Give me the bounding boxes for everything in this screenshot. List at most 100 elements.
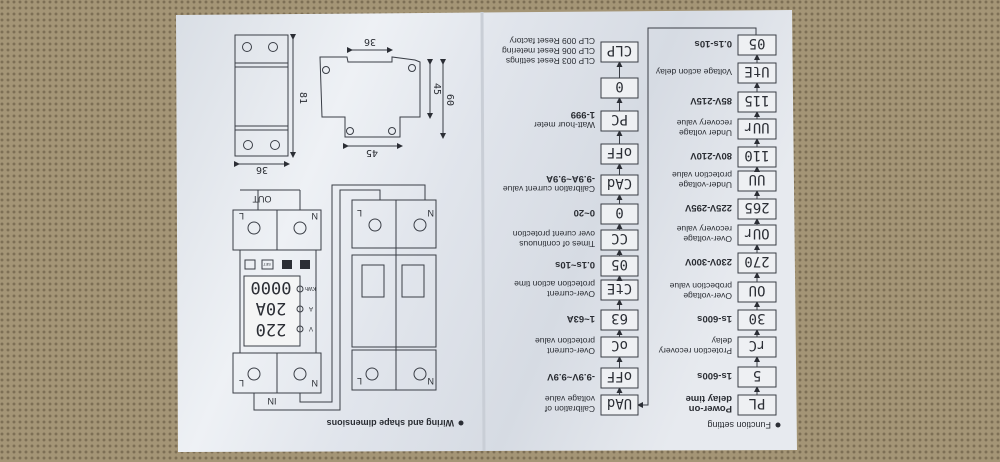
step-description: Voltage action delay (655, 67, 732, 77)
step-description: delay (711, 336, 732, 346)
step-description: over curent protection (513, 229, 595, 239)
flow-connector (637, 27, 757, 408)
lcd-code: oFF (607, 144, 632, 160)
lcd-code-box (600, 41, 639, 63)
meter-drawing (232, 184, 426, 411)
lcd-code: 05 (749, 35, 766, 51)
lcd-code: 63 (611, 310, 628, 326)
lcd-code-box (737, 34, 777, 56)
label-in: IN (268, 396, 277, 406)
step-description: 1s-600s (697, 370, 732, 381)
step-description: 230V-300V (684, 256, 732, 267)
lcd-code: OUr (744, 225, 769, 241)
meter-voltage-reading: 220 (256, 319, 287, 339)
breaker-l-bottom: L (357, 376, 362, 386)
step-description: CLP 006 Reset metering (502, 46, 595, 56)
step-description: voltage value (545, 394, 595, 404)
lcd-code: 265 (744, 199, 769, 215)
meter-l-top: L (239, 211, 244, 221)
dim-45-depth: 45 (431, 83, 442, 95)
wiring-section-title: Wiring and shape dimensions (327, 418, 454, 428)
step-description: 1s-600s (697, 313, 732, 324)
meter-energy-reading: 0000 (251, 277, 292, 297)
step-description: Watt-hour meter (534, 120, 595, 130)
step-description: 1-999 (571, 109, 595, 120)
step-description: 85V-215V (690, 95, 732, 106)
lcd-code: oC (611, 337, 628, 353)
step-description: Under voltage (679, 128, 732, 138)
label-out: OUT (252, 194, 272, 204)
lcd-code: UUr (744, 119, 769, 135)
step-description: protection action time (514, 279, 595, 289)
meter-current-reading: 20A (256, 298, 287, 318)
step-description: Over-current (547, 346, 595, 356)
profile-drawing (319, 47, 446, 149)
lcd-code: 30 (749, 310, 766, 326)
step-description: CLP 009 Reset factory (509, 36, 595, 46)
meter-l-bottom: L (239, 378, 244, 388)
step-description: Over-voltage (683, 291, 732, 301)
dim-36-side: 36 (256, 164, 268, 175)
side-view-drawing (234, 34, 296, 167)
step-description: Calibration of (544, 404, 595, 414)
meter-n-top: N (312, 211, 319, 221)
dim-60: 60 (444, 94, 455, 106)
bullet-icon (458, 420, 464, 426)
unit-kwh: KWh (305, 285, 316, 291)
function-setting-title: Function setting (707, 420, 771, 430)
paper-sheet (176, 10, 797, 452)
step-description: recovery value (676, 118, 732, 128)
step-description: Over-voltage (683, 234, 732, 244)
bullet-icon (775, 422, 781, 428)
step-description: 225V-295V (684, 202, 732, 213)
breaker-drawing (351, 199, 437, 391)
step-description: Times of continuous (519, 239, 595, 249)
lcd-code: PC (611, 111, 628, 127)
step-description: 0~20 (574, 207, 595, 218)
step-description: Under-voltage (678, 180, 732, 190)
step-description: -9.9V~9.9V (547, 371, 595, 382)
lcd-code: OU (749, 282, 766, 298)
step-description: delay time (686, 393, 732, 404)
lcd-code: CtE (607, 280, 632, 296)
step-description: protection value (672, 170, 732, 180)
lcd-code: rC (749, 337, 766, 353)
step-description: 0.1s~10s (555, 259, 595, 270)
lcd-code: UAd (607, 395, 632, 411)
set-button-label: SET (263, 262, 271, 267)
step-description: 0.1s-10s (694, 38, 732, 49)
lcd-code: 05 (611, 256, 628, 272)
lcd-code: CAd (607, 175, 632, 191)
unit-a: A (309, 305, 313, 311)
step-description: probection value (669, 281, 732, 291)
dim-36-top: 36 (364, 36, 376, 47)
lcd-code: 115 (744, 92, 769, 108)
unit-v: V (309, 325, 313, 331)
lcd-code: 0 (615, 204, 623, 220)
breaker-n-bottom: N (428, 376, 435, 386)
meter-n-bottom: N (312, 378, 319, 388)
lcd-code: PL (749, 395, 766, 411)
step-description: protection value (535, 336, 595, 346)
step-description: Over-current (547, 289, 595, 299)
lcd-code: CLP (607, 42, 632, 58)
lcd-code: 110 (744, 147, 769, 163)
step-description: Power-on (689, 403, 732, 414)
lcd-code: UtE (744, 63, 769, 79)
step-description: Calibration current value (503, 184, 595, 194)
step-description: -9.9A~9.9A (546, 173, 595, 184)
step-description: 1~63A (567, 313, 595, 324)
lcd-code: UU (749, 171, 766, 187)
breaker-n-top: N (428, 208, 435, 218)
lcd-code: oFF (607, 368, 632, 384)
dim-81: 81 (297, 92, 308, 104)
breaker-l-top: L (357, 208, 362, 218)
page-fold (480, 11, 486, 452)
step-description: CLP 003 Reset settings (506, 56, 595, 66)
step-description: 80V-210V (690, 150, 732, 161)
step-description: recovery value (676, 224, 732, 234)
lcd-code: 0 (615, 78, 623, 94)
lcd-code: 5 (753, 367, 761, 383)
dim-45-bottom: 45 (366, 147, 378, 158)
